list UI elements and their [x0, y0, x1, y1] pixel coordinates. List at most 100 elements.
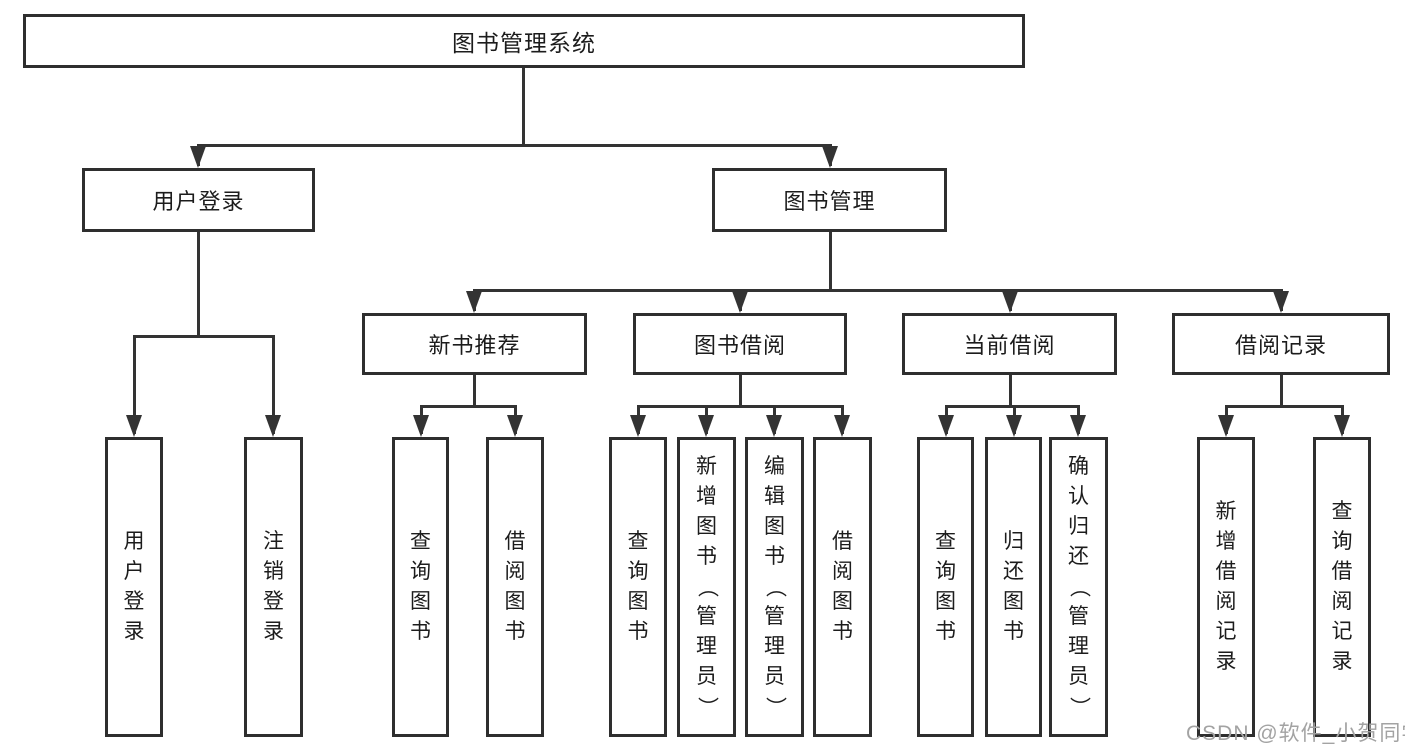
vertical-char: ） — [763, 696, 787, 718]
vertical-char: 阅 — [1215, 590, 1237, 613]
vertical-char: 图 — [935, 590, 956, 613]
node-label: 借阅图书 — [832, 527, 853, 647]
vertical-char: 查 — [935, 530, 956, 553]
leaf-user-login: 用户登录 — [105, 437, 163, 737]
vertical-char: 员 — [1068, 665, 1089, 688]
vertical-char: 询 — [410, 560, 431, 583]
vertical-char: （ — [1067, 576, 1091, 598]
node-label: 当前借阅 — [963, 333, 1056, 358]
arrowhead-down-icon — [1334, 415, 1350, 437]
vertical-char: 用 — [123, 530, 145, 553]
vertical-char: 录 — [1331, 650, 1353, 673]
vertical-char: 图 — [504, 590, 526, 613]
leaf-query-books-2: 查询图书 — [609, 437, 667, 737]
node-label: 归还图书 — [1003, 527, 1024, 647]
vertical-char: 询 — [935, 560, 956, 583]
vertical-char: 登 — [123, 590, 145, 613]
arrowhead-down-icon — [630, 415, 646, 437]
vertical-char: 书 — [410, 620, 431, 643]
arrowhead-down-icon — [190, 146, 206, 168]
vertical-char: 管 — [696, 605, 717, 628]
vertical-char: 管 — [764, 605, 785, 628]
vertical-char: 管 — [1068, 605, 1089, 628]
vertical-char: 销 — [263, 560, 284, 583]
vertical-char: 图 — [627, 590, 649, 613]
node-borrow-records: 借阅记录 — [1172, 313, 1390, 375]
arrowhead-down-icon — [1070, 415, 1086, 437]
arrowhead-down-icon — [507, 415, 523, 437]
connector-line-horizontal — [420, 405, 516, 408]
vertical-char: （ — [695, 576, 719, 598]
connector-line-vertical — [522, 68, 525, 145]
node-label: 新书推荐 — [428, 333, 521, 358]
vertical-char: 辑 — [764, 485, 785, 508]
vertical-char: 借 — [832, 530, 853, 553]
vertical-char: 录 — [123, 620, 145, 643]
vertical-char: 询 — [1331, 530, 1353, 553]
vertical-char: 增 — [696, 485, 717, 508]
leaf-query-books-1: 查询图书 — [392, 437, 449, 737]
vertical-char: 书 — [696, 545, 717, 568]
vertical-char: 借 — [504, 530, 526, 553]
leaf-logout: 注销登录 — [244, 437, 303, 737]
vertical-char: 记 — [1331, 620, 1353, 643]
node-new-book-recommend: 新书推荐 — [362, 313, 587, 375]
connector-line-horizontal — [473, 289, 1282, 292]
node-user-login-group: 用户登录 — [82, 168, 315, 232]
connector-line-vertical — [272, 335, 275, 434]
arrowhead-down-icon — [822, 146, 838, 168]
connector-line-vertical — [197, 232, 200, 336]
vertical-char: 书 — [504, 620, 526, 643]
vertical-char: 图 — [1003, 590, 1024, 613]
vertical-char: 理 — [1068, 635, 1089, 658]
node-label: 借阅图书 — [505, 527, 526, 647]
node-label: 图书管理系统 — [452, 30, 596, 56]
arrowhead-down-icon — [413, 415, 429, 437]
vertical-char: 录 — [1215, 650, 1237, 673]
csdn-watermark: CSDN @软件_小贺同学 — [1186, 722, 1405, 745]
vertical-char: 确 — [1068, 455, 1089, 478]
vertical-char: 书 — [764, 545, 785, 568]
vertical-char: 借 — [1215, 560, 1237, 583]
vertical-char: 录 — [263, 620, 284, 643]
leaf-borrow-books-2: 借阅图书 — [813, 437, 872, 737]
vertical-char: 新 — [696, 455, 717, 478]
node-label: 注销登录 — [263, 527, 284, 647]
arrowhead-down-icon — [265, 415, 281, 437]
leaf-edit-books-admin: 编辑图书（管理员） — [745, 437, 804, 737]
connector-line-horizontal — [637, 405, 843, 408]
connector-line-vertical — [133, 335, 136, 434]
node-label: 编辑图书（管理员） — [764, 452, 787, 722]
vertical-char: 还 — [1068, 545, 1089, 568]
node-book-management: 图书管理 — [712, 168, 947, 232]
vertical-char: 理 — [696, 635, 717, 658]
node-label: 用户登录 — [152, 189, 245, 214]
arrowhead-down-icon — [698, 415, 714, 437]
vertical-char: 登 — [263, 590, 284, 613]
vertical-char: 还 — [1003, 560, 1024, 583]
node-label: 查询借阅记录 — [1332, 497, 1353, 677]
vertical-char: 借 — [1331, 560, 1353, 583]
vertical-char: 记 — [1215, 620, 1237, 643]
vertical-char: 书 — [1003, 620, 1024, 643]
vertical-char: 阅 — [1331, 590, 1353, 613]
node-label: 图书管理 — [783, 189, 876, 214]
node-label: 借阅记录 — [1234, 333, 1327, 358]
vertical-char: 归 — [1003, 530, 1024, 553]
leaf-query-borrow-record: 查询借阅记录 — [1313, 437, 1371, 737]
vertical-char: 归 — [1068, 515, 1089, 538]
vertical-char: 查 — [627, 530, 649, 553]
leaf-confirm-return-admin: 确认归还（管理员） — [1049, 437, 1108, 737]
connector-line-horizontal — [133, 335, 274, 338]
vertical-char: 书 — [832, 620, 853, 643]
vertical-char: 增 — [1215, 530, 1237, 553]
leaf-add-books-admin: 新增图书（管理员） — [677, 437, 736, 737]
vertical-char: 查 — [1331, 500, 1353, 523]
arrowhead-down-icon — [766, 415, 782, 437]
connector-line-horizontal — [1225, 405, 1343, 408]
connector-line-vertical — [473, 375, 476, 406]
vertical-char: 书 — [935, 620, 956, 643]
arrowhead-down-icon — [732, 291, 748, 313]
arrowhead-down-icon — [1273, 291, 1289, 313]
